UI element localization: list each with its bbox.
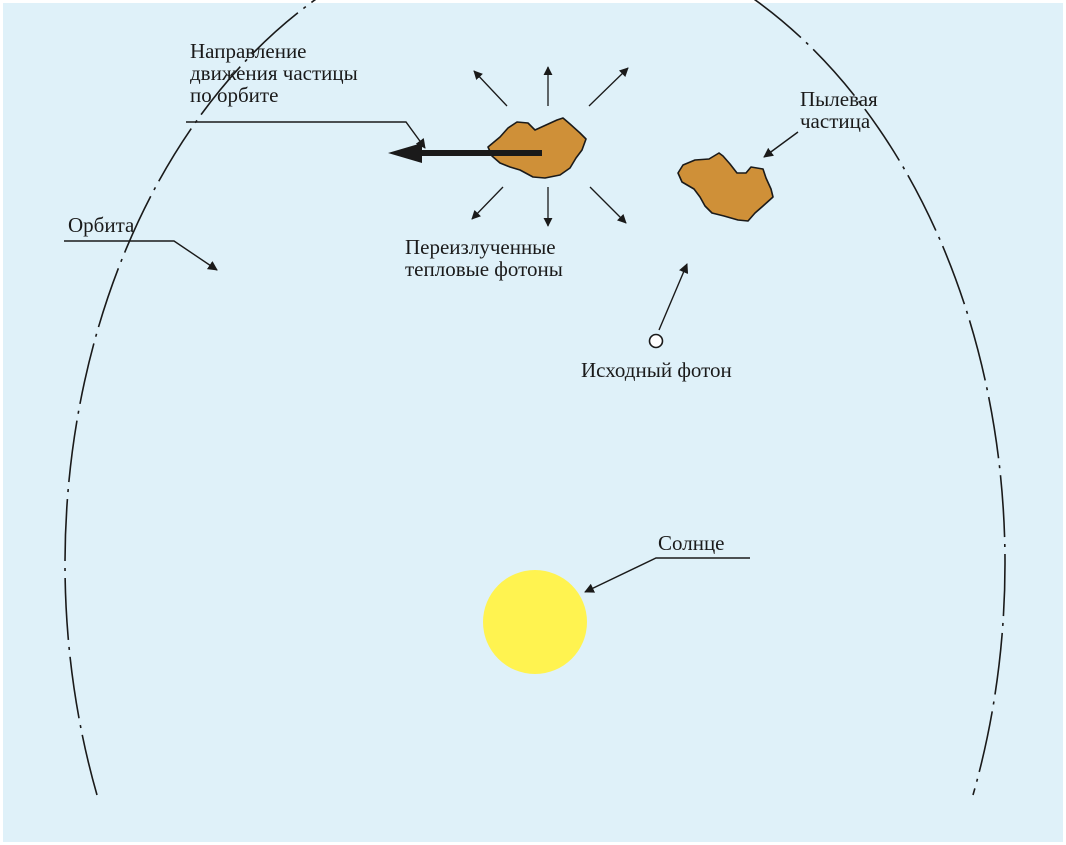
sun-icon [483,570,587,674]
orbit-label-text: Орбита [68,214,134,236]
dust-particle-label-line-2: частица [800,110,878,132]
sun-label: Солнце [658,532,725,554]
thermal-photons-label-line-1: Переизлученные [405,236,563,258]
direction-label: Направление движения частицы по орбите [190,40,358,106]
direction-label-line-1: Направление [190,40,358,62]
dust-particle-label-line-1: Пылевая [800,88,878,110]
thermal-photons-label: Переизлученные тепловые фотоны [405,236,563,280]
sun-label-text: Солнце [658,532,725,554]
thermal-photons-label-line-2: тепловые фотоны [405,258,563,280]
dust-particle-label: Пылевая частица [800,88,878,132]
orbit-label: Орбита [68,214,134,236]
source-photon-label: Исходный фотон [581,359,732,381]
direction-label-line-2: движения частицы [190,62,358,84]
source-photon-label-text: Исходный фотон [581,359,732,381]
source-photon-icon [650,335,663,348]
direction-label-line-3: по орбите [190,84,358,106]
